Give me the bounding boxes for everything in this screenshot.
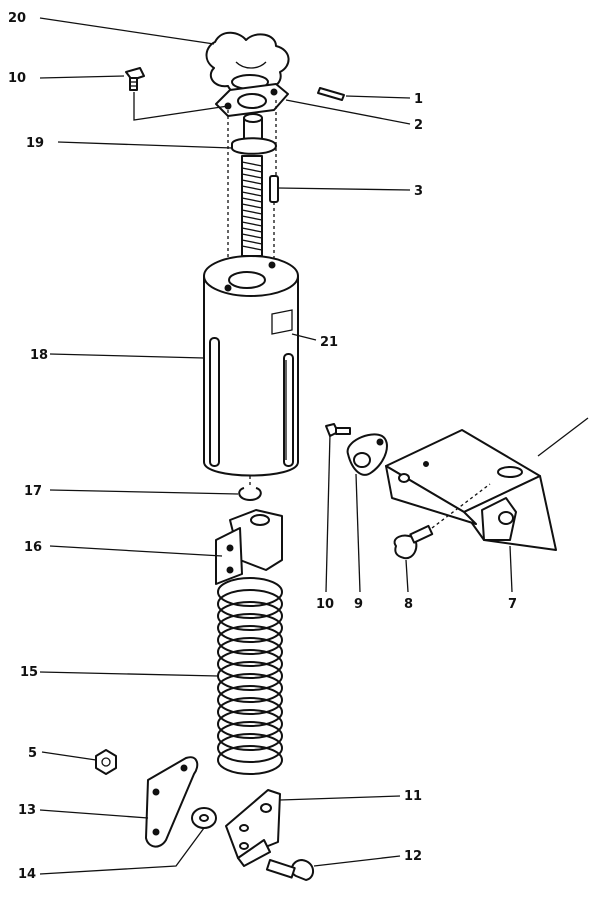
part-1-pin	[317, 87, 345, 101]
callout-8: 8	[404, 597, 413, 612]
part-14-washer	[191, 807, 217, 829]
callout-12: 12	[404, 849, 422, 864]
callout-14: 14	[18, 867, 36, 882]
callout-18: 18	[30, 348, 48, 363]
callout-3: 3	[414, 184, 423, 199]
callout-17: 17	[24, 484, 42, 499]
part-12-bolt	[265, 859, 314, 881]
part-5-nut	[95, 749, 117, 775]
callout-13: 13	[18, 803, 36, 818]
part-9-plate	[346, 433, 388, 476]
callout-labels: 20 10 1 2 19 3 21 18 17 16 10 9 8 7 15 5…	[8, 11, 517, 882]
callout-7: 7	[508, 597, 517, 612]
callout-10-right: 10	[316, 597, 334, 612]
part-8-bolt	[393, 483, 491, 560]
part-7-mounting-bracket	[385, 417, 589, 551]
callout-1: 1	[414, 92, 423, 107]
part-2-gasket	[215, 83, 289, 117]
callout-16: 16	[24, 540, 42, 555]
callout-2: 2	[414, 118, 423, 133]
callout-5: 5	[28, 746, 37, 761]
leader-lines	[39, 17, 513, 875]
part-10-screw-right	[325, 423, 351, 437]
part-10-screw-top	[125, 67, 145, 91]
callout-11: 11	[404, 789, 422, 804]
part-16-spring-bracket	[215, 509, 283, 585]
part-3-roll-pin	[269, 175, 279, 203]
part-18-tube-housing	[203, 255, 299, 477]
callout-15: 15	[20, 665, 38, 680]
part-15-coil-spring	[217, 577, 283, 775]
callout-21: 21	[320, 335, 338, 350]
callout-19: 19	[26, 136, 44, 151]
callout-20: 20	[8, 11, 26, 26]
part-17-clip	[238, 487, 262, 501]
callout-9: 9	[354, 597, 363, 612]
part-13-plate	[145, 756, 199, 848]
callout-10-top: 10	[8, 71, 26, 86]
part-11-bottom-bracket	[225, 789, 281, 867]
